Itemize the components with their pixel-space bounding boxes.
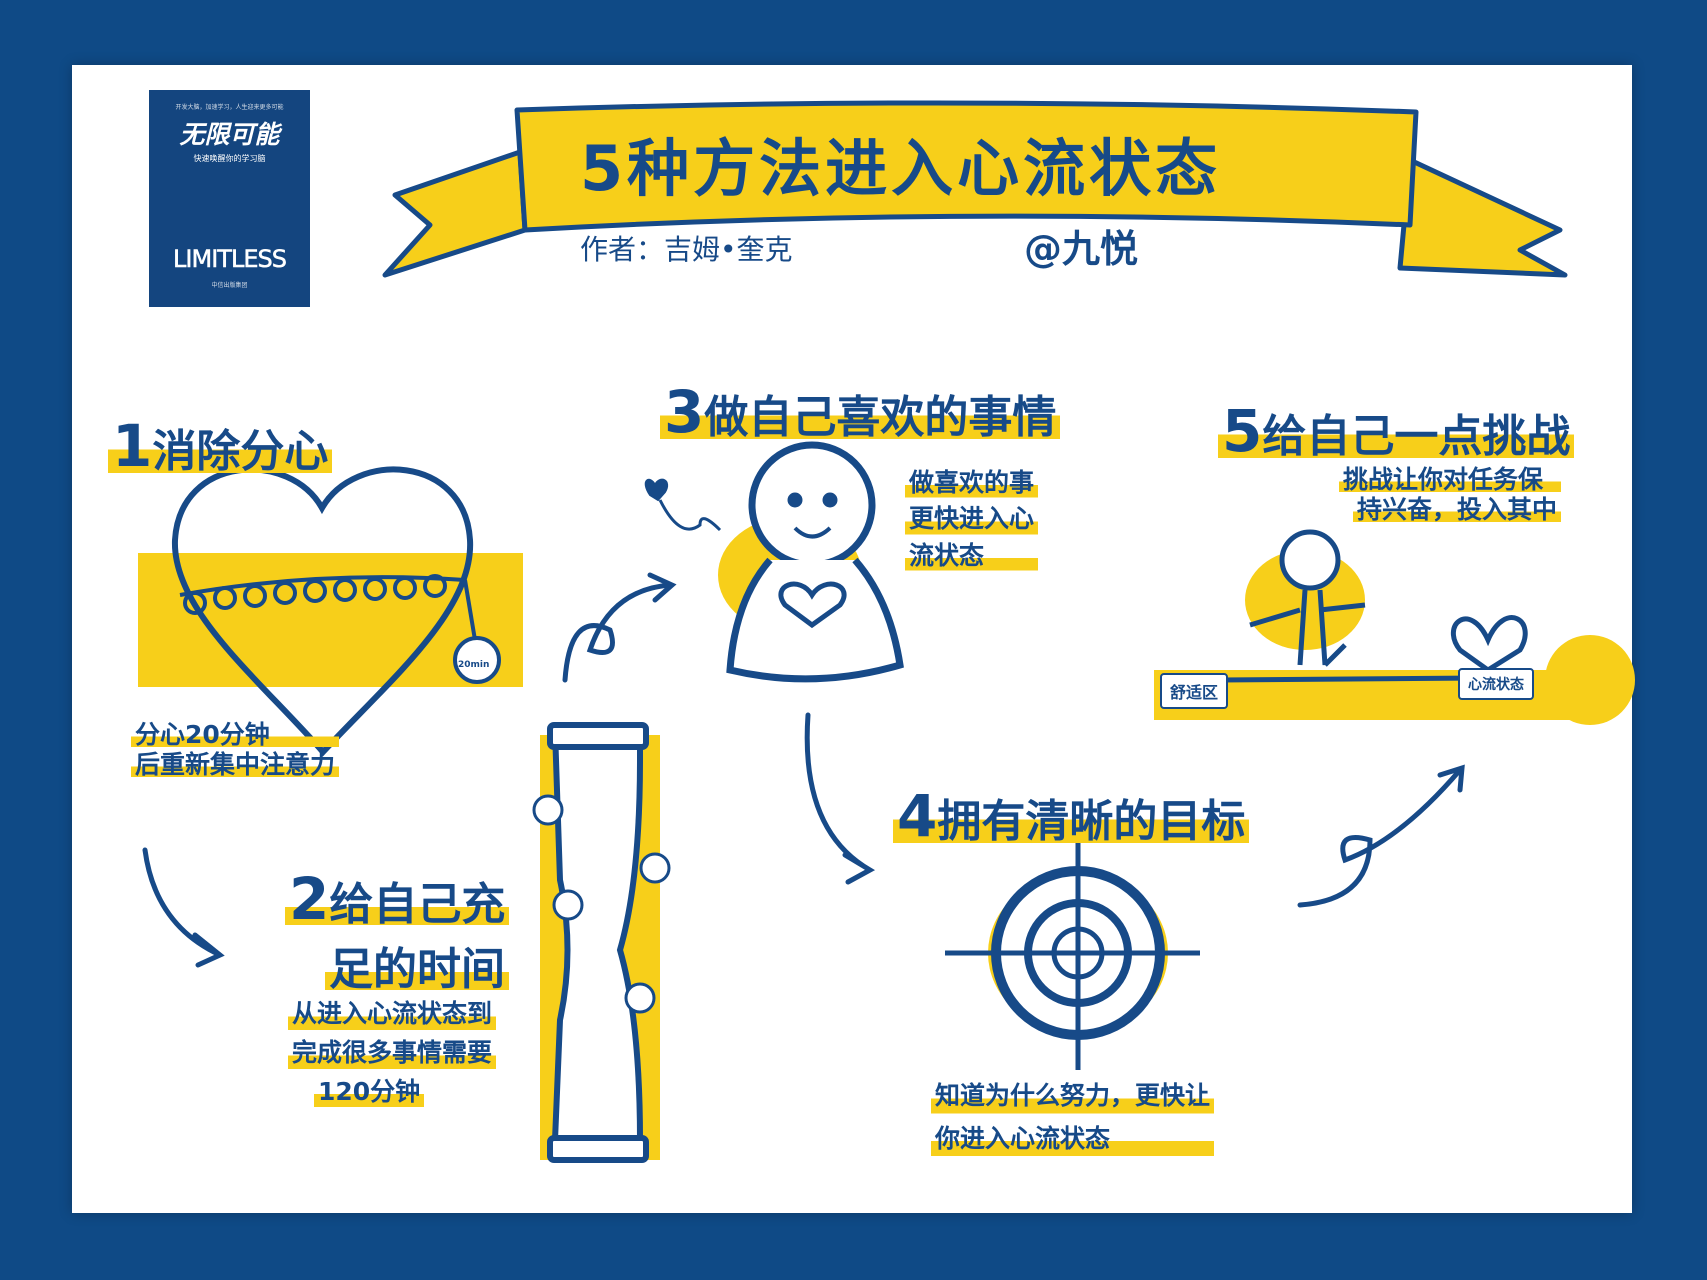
book-cover: 开发大脑，加速学习，人生迎来更多可能 无限可能 快速唤醒你的学习脑 LIMITL…: [149, 90, 310, 307]
section-5-heading: 5给自己一点挑战: [1218, 397, 1575, 465]
section-5-title: 给自己一点挑战: [1262, 411, 1571, 462]
section-2-title-line: 给自己充: [329, 879, 506, 930]
signature: @九悦: [1024, 227, 1139, 271]
hourglass-icon: [532, 722, 671, 1163]
target-icon: [945, 835, 1200, 1070]
note-line: 你进入心流状态: [931, 1117, 1215, 1160]
note-line: 从进入心流状态到: [288, 995, 497, 1034]
note-line: 后重新集中注意力: [131, 750, 340, 780]
book-subtitle: 快速唤醒你的学习脑: [193, 154, 266, 163]
note-line: 120分钟: [314, 1072, 425, 1112]
section-4-note: 知道为什么努力，更快让你进入心流状态: [931, 1075, 1215, 1160]
comfort-zone-label: 舒适区: [1160, 673, 1229, 709]
note-line: 流状态: [905, 537, 1039, 574]
section-1-heading: 1消除分心: [108, 412, 333, 480]
section-1-number: 1: [112, 412, 153, 480]
author: 作者：吉姆•奎克: [580, 233, 793, 266]
section-4-number: 4: [897, 782, 938, 850]
note-line: 更快进入心: [905, 501, 1039, 538]
section-5-number: 5: [1222, 397, 1263, 465]
section-3-heading: 3做自己喜欢的事情: [660, 378, 1061, 446]
book-title: 无限可能: [179, 120, 280, 149]
section-4-title: 拥有清晰的目标: [937, 796, 1246, 847]
clock-label: 20min: [458, 660, 490, 670]
flow-arrows: [142, 572, 1465, 968]
book-english-title: LIMITLESS: [173, 245, 287, 274]
section-2-title-line: 足的时间: [325, 944, 509, 995]
flow-state-label: 心流状态: [1458, 668, 1534, 700]
book-publisher: 中信出版集团: [211, 282, 248, 289]
note-line: 分心20分钟: [131, 720, 340, 750]
title-banner: [382, 100, 1568, 278]
section-2-heading: 2给自己充足的时间: [285, 865, 510, 997]
chain-icon: [179, 574, 501, 684]
person-holding-heart-icon: [644, 441, 904, 683]
section-1-title: 消除分心: [152, 426, 329, 477]
book-tagline: 开发大脑，加速学习，人生迎来更多可能: [175, 104, 284, 111]
note-line: 知道为什么努力，更快让: [931, 1075, 1215, 1118]
section-2-number: 2: [289, 865, 330, 933]
section-1-note: 分心20分钟后重新集中注意力: [131, 720, 340, 780]
page-title: 5种方法进入心流状态: [580, 132, 1222, 205]
section-3-title: 做自己喜欢的事情: [704, 392, 1057, 443]
section-3-note: 做喜欢的事更快进入心流状态: [905, 465, 1039, 574]
section-5-note: 挑战让你对任务保持兴奋，投入其中: [1339, 465, 1562, 525]
note-line: 持兴奋，投入其中: [1353, 495, 1562, 525]
note-line: 做喜欢的事: [905, 465, 1039, 502]
note-line: 完成很多事情需要: [288, 1033, 497, 1073]
note-line: 挑战让你对任务保: [1339, 465, 1562, 495]
section-4-heading: 4拥有清晰的目标: [893, 782, 1250, 850]
section-3-number: 3: [664, 378, 705, 446]
